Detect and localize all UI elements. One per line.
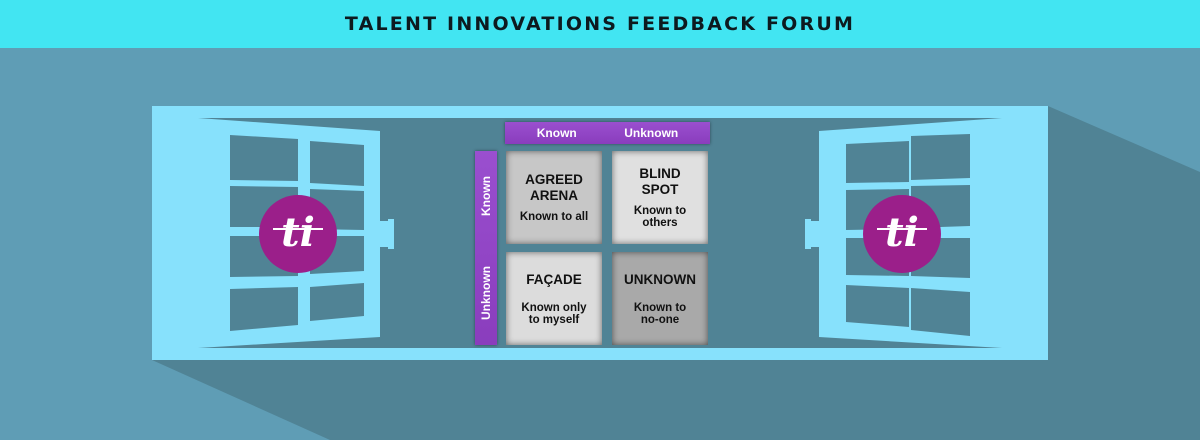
left-window-handle: [380, 221, 388, 247]
quadrant-unknown: UNKNOWN Known to no-one: [612, 252, 708, 345]
side-axis-known: Known: [479, 176, 493, 216]
logo-left: ti: [259, 195, 337, 273]
side-axis-bar: Known Unknown: [475, 151, 497, 345]
quadrant-subtitle: Known to no-one: [633, 301, 687, 326]
logo-text: ti: [281, 208, 315, 256]
logo-stroke: [273, 228, 323, 230]
quadrant-title: AGREED ARENA: [525, 172, 583, 204]
quadrant-title-line: SPOT: [641, 182, 679, 197]
header-banner: TALENT INNOVATIONS FEEDBACK FORUM: [0, 0, 1200, 48]
top-axis-bar: Known Unknown: [505, 122, 710, 144]
quadrant-facade: FAÇADE Known only to myself: [506, 252, 602, 345]
logo-stroke: [877, 228, 927, 230]
quadrant-blind-spot: BLIND SPOT Known to others: [612, 151, 708, 244]
side-axis-unknown: Unknown: [479, 266, 493, 320]
quadrant-subtitle: Known to others: [633, 205, 687, 229]
quadrant-subtitle: Known to all: [519, 211, 589, 223]
quadrant-agreed-arena: AGREED ARENA Known to all: [506, 151, 602, 244]
quadrant-title: FAÇADE: [526, 271, 582, 287]
top-axis-unknown: Unknown: [624, 126, 679, 140]
quadrant-title-line: AGREED: [525, 172, 583, 187]
quadrant-title: BLIND SPOT: [639, 166, 680, 198]
logo-right: ti: [863, 195, 941, 273]
quadrant-title-line: ARENA: [529, 188, 578, 203]
right-window-handle: [811, 221, 819, 247]
quadrant-title-line: BLIND: [639, 166, 681, 181]
page-title: TALENT INNOVATIONS FEEDBACK FORUM: [344, 13, 856, 35]
top-axis-known: Known: [536, 126, 577, 140]
quadrant-title: UNKNOWN: [624, 271, 696, 287]
logo-text: ti: [885, 208, 919, 256]
quadrant-subtitle: Known only to myself: [521, 301, 587, 326]
